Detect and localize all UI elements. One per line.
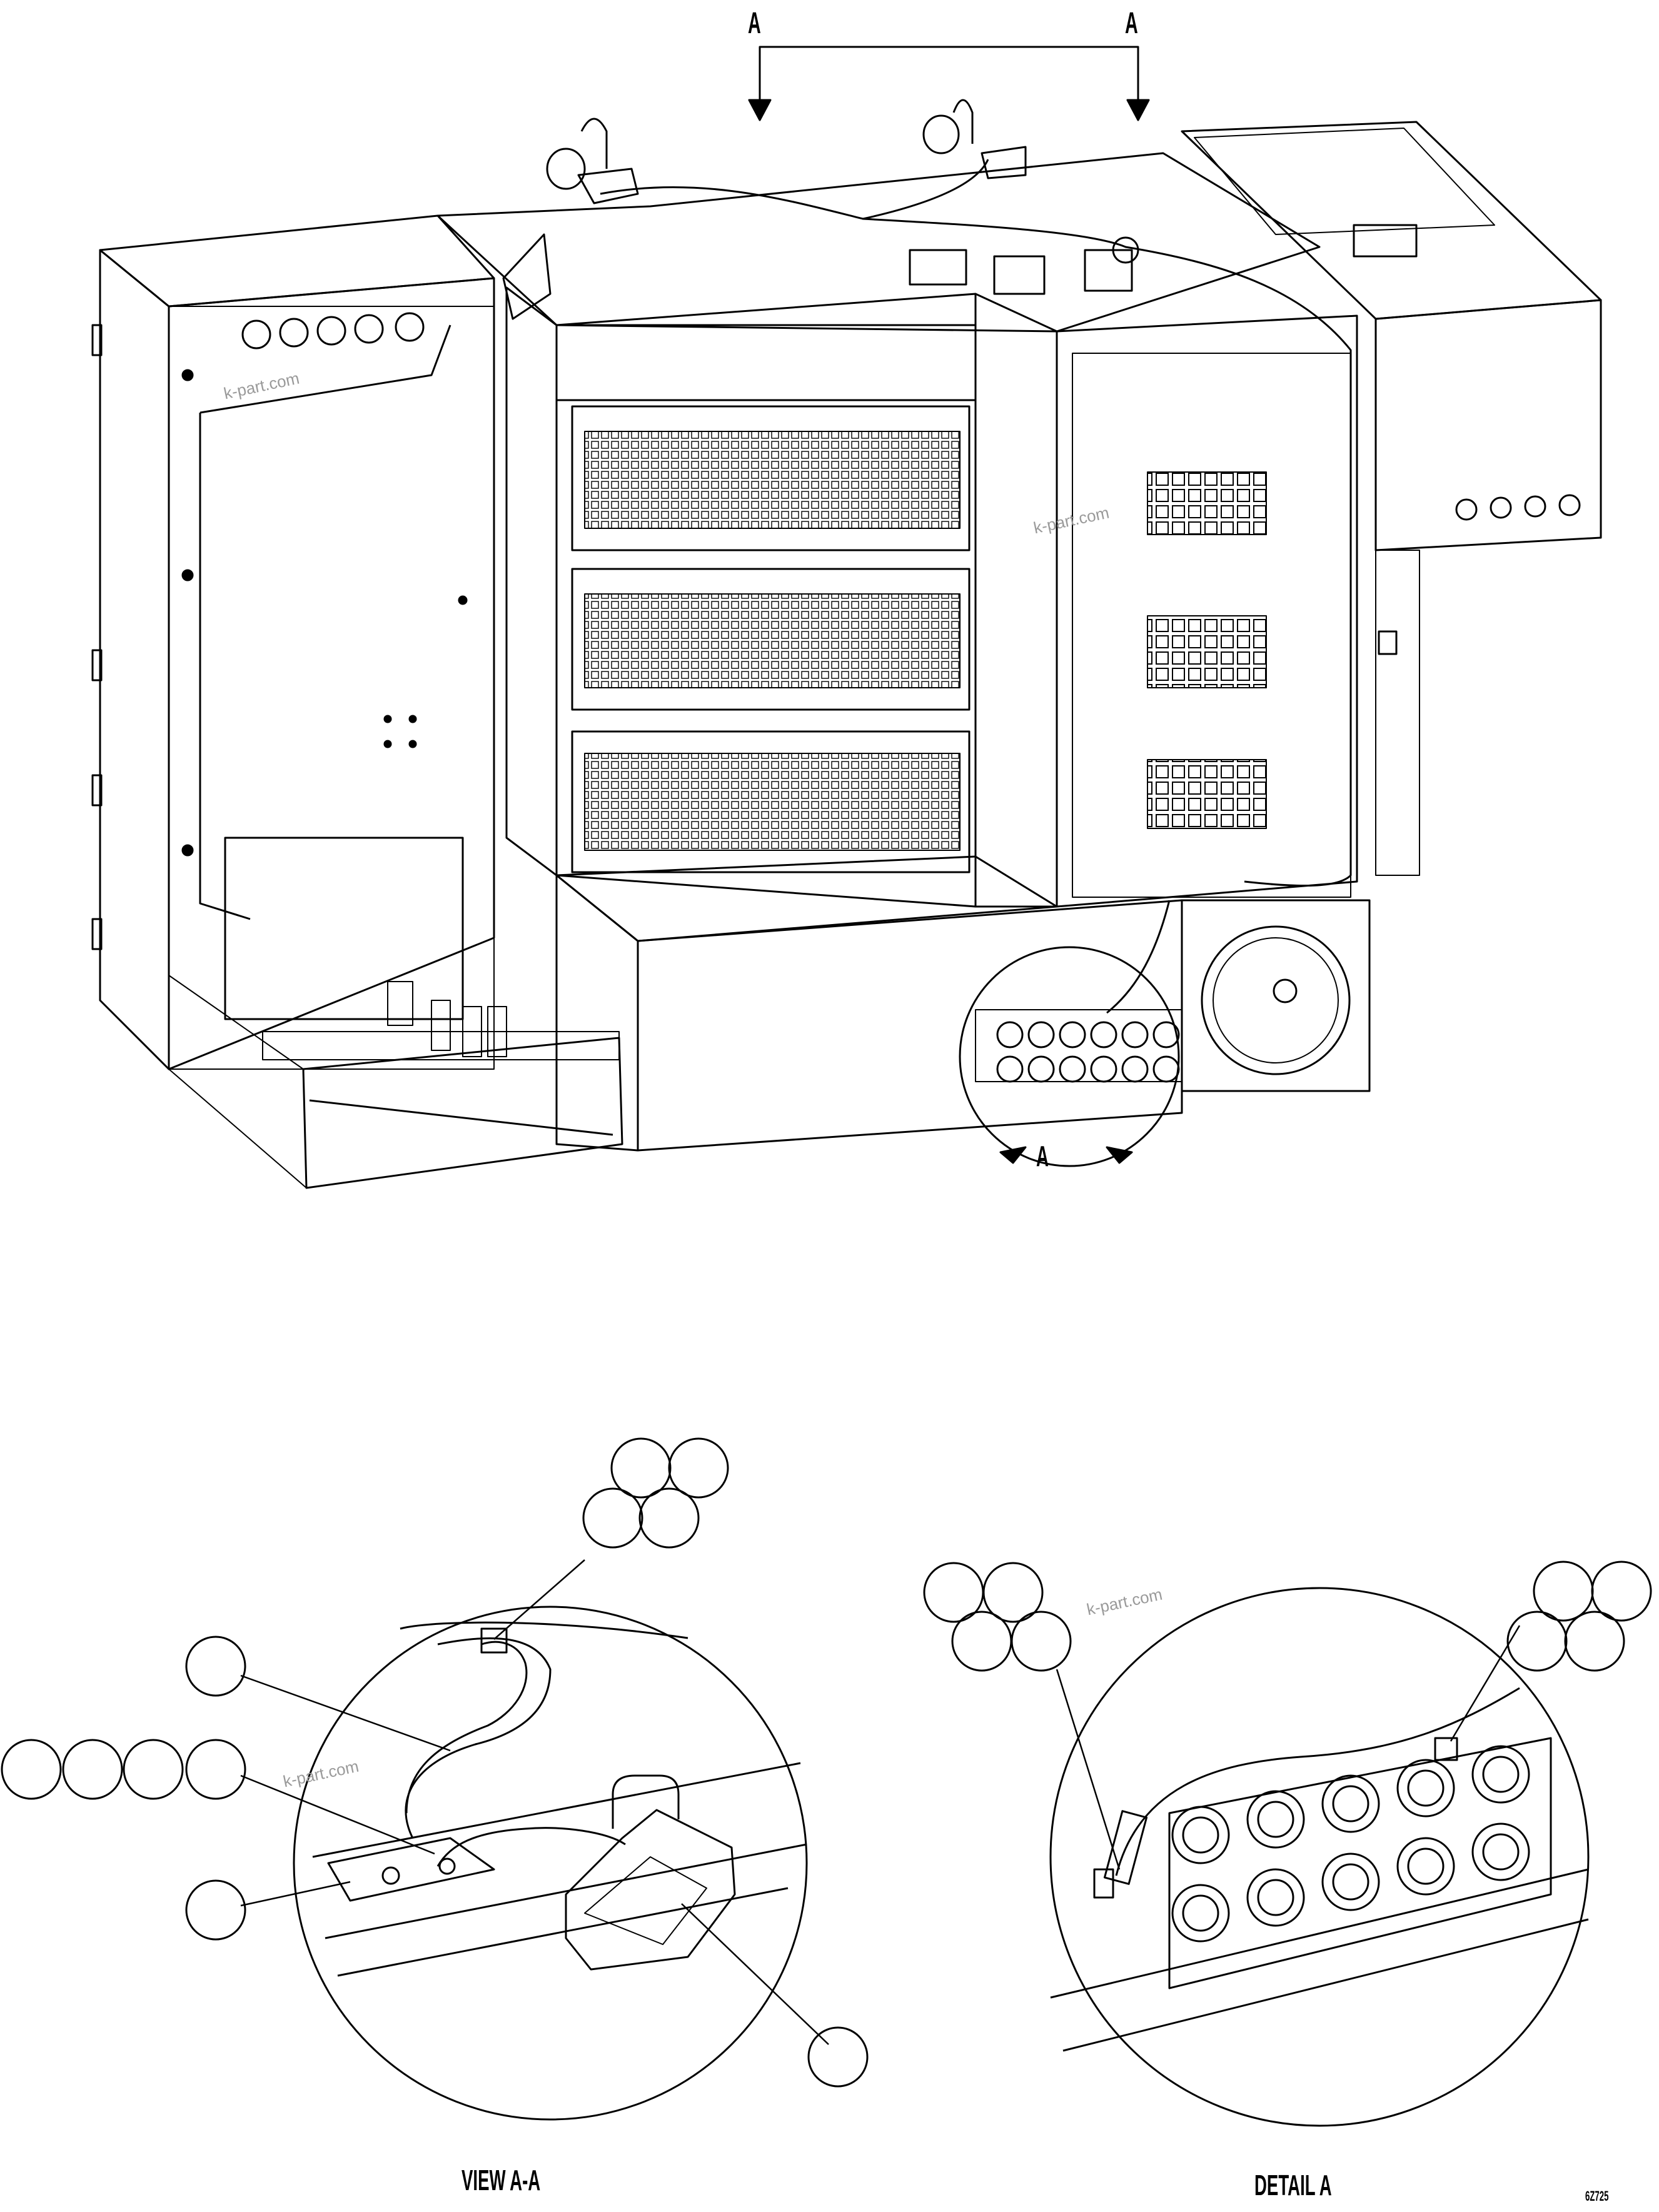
- roof-bracket-4: [1353, 224, 1418, 258]
- callout-balloon: [1, 1739, 62, 1800]
- generator-enclosure: [91, 121, 1602, 1189]
- callout-balloon: [62, 1739, 123, 1800]
- terminal-block: [262, 981, 620, 1060]
- leader-va-3: [240, 1881, 351, 1907]
- roof-fitting: [1112, 236, 1139, 264]
- view-aa-detail: [293, 1606, 808, 2121]
- callout-balloon: [185, 1879, 246, 1941]
- lifting-eye-rear: [502, 233, 552, 320]
- callout-balloon: [1011, 1611, 1072, 1672]
- callout-balloon: [668, 1437, 729, 1499]
- roof-bracket-1: [909, 249, 967, 286]
- callout-balloon: [1564, 1611, 1625, 1672]
- leader-va-2: [240, 1774, 435, 1855]
- figure-code: 6Z725: [1585, 2188, 1609, 2204]
- detail-marker-label: A: [1036, 1140, 1049, 1172]
- lifting-eye-center: [922, 99, 1027, 179]
- section-label-right: A: [1125, 7, 1138, 40]
- detail-a-marker: [959, 946, 1182, 1167]
- callout-balloon: [982, 1562, 1044, 1623]
- section-arrow-a: [748, 46, 1150, 121]
- callout-balloon: [638, 1487, 700, 1549]
- roof-bracket-2: [993, 255, 1046, 295]
- leader-da-1: [1056, 1669, 1121, 1870]
- roof-bracket-3: [1084, 249, 1133, 292]
- callout-balloon: [123, 1739, 184, 1800]
- callout-balloon: [1506, 1611, 1568, 1672]
- callout-balloon: [951, 1611, 1012, 1672]
- detail-a-view: [1049, 1587, 1590, 2127]
- callout-balloon: [185, 1739, 246, 1800]
- leader-va-4: [681, 1903, 829, 2045]
- leader-va-5: [493, 1559, 585, 1640]
- wiring-harness: [600, 159, 1352, 887]
- lifting-eye-left: [546, 118, 639, 204]
- detail-a-caption: DETAIL A: [1254, 2169, 1332, 2201]
- callout-balloon: [807, 2026, 869, 2088]
- section-label-left: A: [748, 7, 761, 40]
- view-aa-caption: VIEW A-A: [461, 2164, 541, 2196]
- leader-va-1: [240, 1674, 451, 1752]
- callout-balloon: [185, 1636, 246, 1697]
- callout-balloon: [1591, 1561, 1652, 1622]
- callout-balloon: [610, 1437, 672, 1499]
- callout-balloon: [582, 1487, 643, 1549]
- leader-da-2: [1450, 1625, 1521, 1742]
